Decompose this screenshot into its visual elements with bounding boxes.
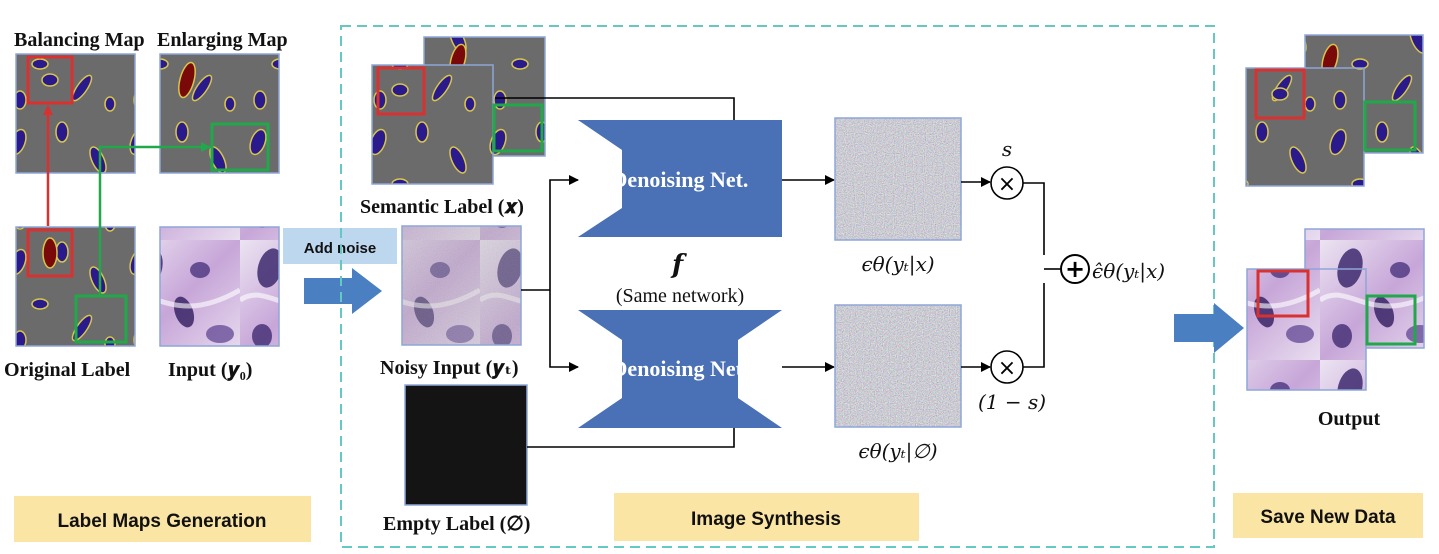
semantic-label-label: Semantic Label (𝒙) <box>360 196 524 218</box>
empty-label-image <box>404 384 528 506</box>
image-synthesis-frame <box>340 25 1215 548</box>
sum-symbol: + <box>1065 255 1085 283</box>
denoising-net-bottom <box>578 310 782 428</box>
output-arrow <box>1174 303 1244 353</box>
original-label-image <box>15 226 136 347</box>
denoising-net-bottom-label: Denoising Net. <box>612 356 749 381</box>
stage-image-synthesis: Image Synthesis <box>691 509 841 530</box>
enlarging-map-label: Enlarging Map <box>157 29 288 51</box>
stage-save-new-data: Save New Data <box>1260 507 1396 528</box>
input-y0-label: Input (𝒚₀) <box>168 359 252 381</box>
branch-to-top-net-arrow <box>549 175 579 290</box>
original-label-label: Original Label <box>4 359 131 381</box>
eps-hat-label: ϵ̂θ(yₜ|x) <box>1092 259 1165 284</box>
semantic-label-stack <box>371 36 546 185</box>
noisy-input-label: Noisy Input (𝒚ₜ) <box>380 357 519 379</box>
stage-image-synthesis-bg <box>614 493 919 541</box>
f-symbol: 𝒇 <box>670 250 687 280</box>
output-label: Output <box>1318 408 1381 430</box>
eps-cond-label: ϵθ(yₜ|x) <box>861 252 934 277</box>
noisy-input-image <box>401 225 522 346</box>
empty-label-label: Empty Label (∅) <box>383 513 530 535</box>
balancing-highlight-box <box>26 55 74 105</box>
enlarge-arrow <box>98 142 211 296</box>
output-image-stack <box>1246 228 1425 391</box>
one-minus-s-label: (1 − s) <box>978 390 1046 414</box>
add-noise-arrow <box>304 268 382 314</box>
eps-cond-noise-image <box>834 117 962 241</box>
eps-uncond-label: ϵθ(yₜ|∅) <box>858 439 937 464</box>
semantic-to-net-arrow <box>495 97 739 131</box>
balancing-map-label: Balancing Map <box>14 29 145 51</box>
input-y0-image <box>159 226 280 347</box>
eps-uncond-noise-image <box>834 304 962 428</box>
stage-label-maps-bg <box>14 496 311 542</box>
s-label: s <box>1002 137 1012 161</box>
multiply-1ms-symbol: × <box>998 356 1016 381</box>
denoising-net-top-label: Denoising Net. <box>612 167 749 192</box>
stage-save-new-data-bg <box>1233 493 1423 538</box>
sum-circle <box>1060 254 1090 284</box>
mult-1ms-to-sum-line <box>1023 283 1045 368</box>
same-network-label: (Same network) <box>616 285 744 307</box>
enlarging-map-image <box>159 53 280 174</box>
mult-s-to-sum-line <box>1023 182 1045 255</box>
multiply-s-symbol: × <box>998 172 1016 197</box>
stage-label-maps-generation: Label Maps Generation <box>57 511 266 532</box>
balancing-map-image <box>15 53 136 174</box>
output-label-stack <box>1245 34 1424 187</box>
branch-to-bottom-net-arrow <box>549 290 579 372</box>
enlarging-highlight-box <box>210 122 270 172</box>
